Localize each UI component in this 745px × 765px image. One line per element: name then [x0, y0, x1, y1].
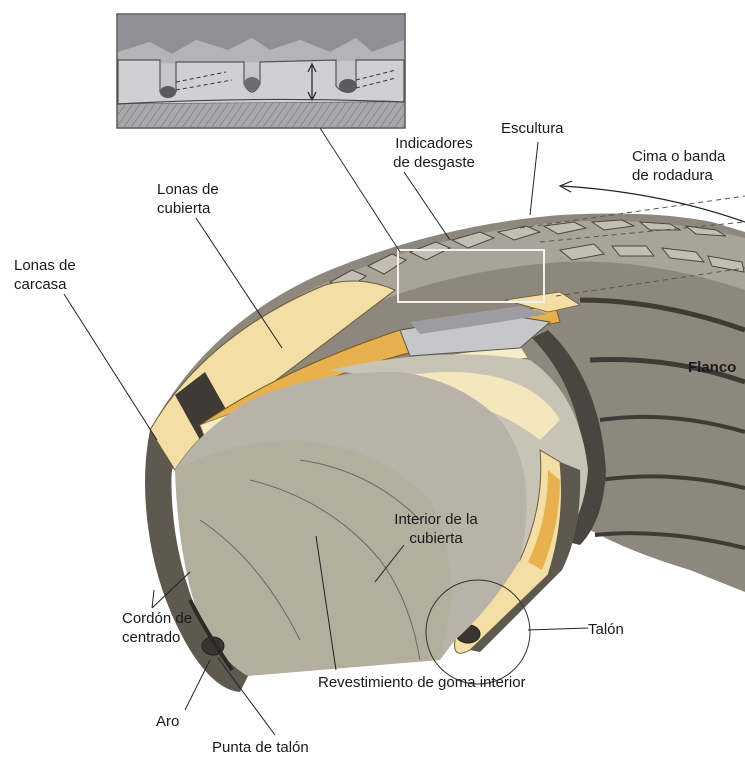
label-escultura: Escultura	[501, 119, 564, 138]
label-revestimiento-de-goma-interior: Revestimiento de goma interior	[318, 673, 526, 692]
label-punta-de-talon: Punta de talón	[212, 738, 309, 757]
label-flanco: Flanco	[688, 358, 736, 377]
tire-body	[145, 214, 745, 692]
label-talon: Talón	[588, 620, 624, 639]
label-aro: Aro	[156, 712, 179, 731]
wear-indicator-inset	[117, 14, 405, 128]
